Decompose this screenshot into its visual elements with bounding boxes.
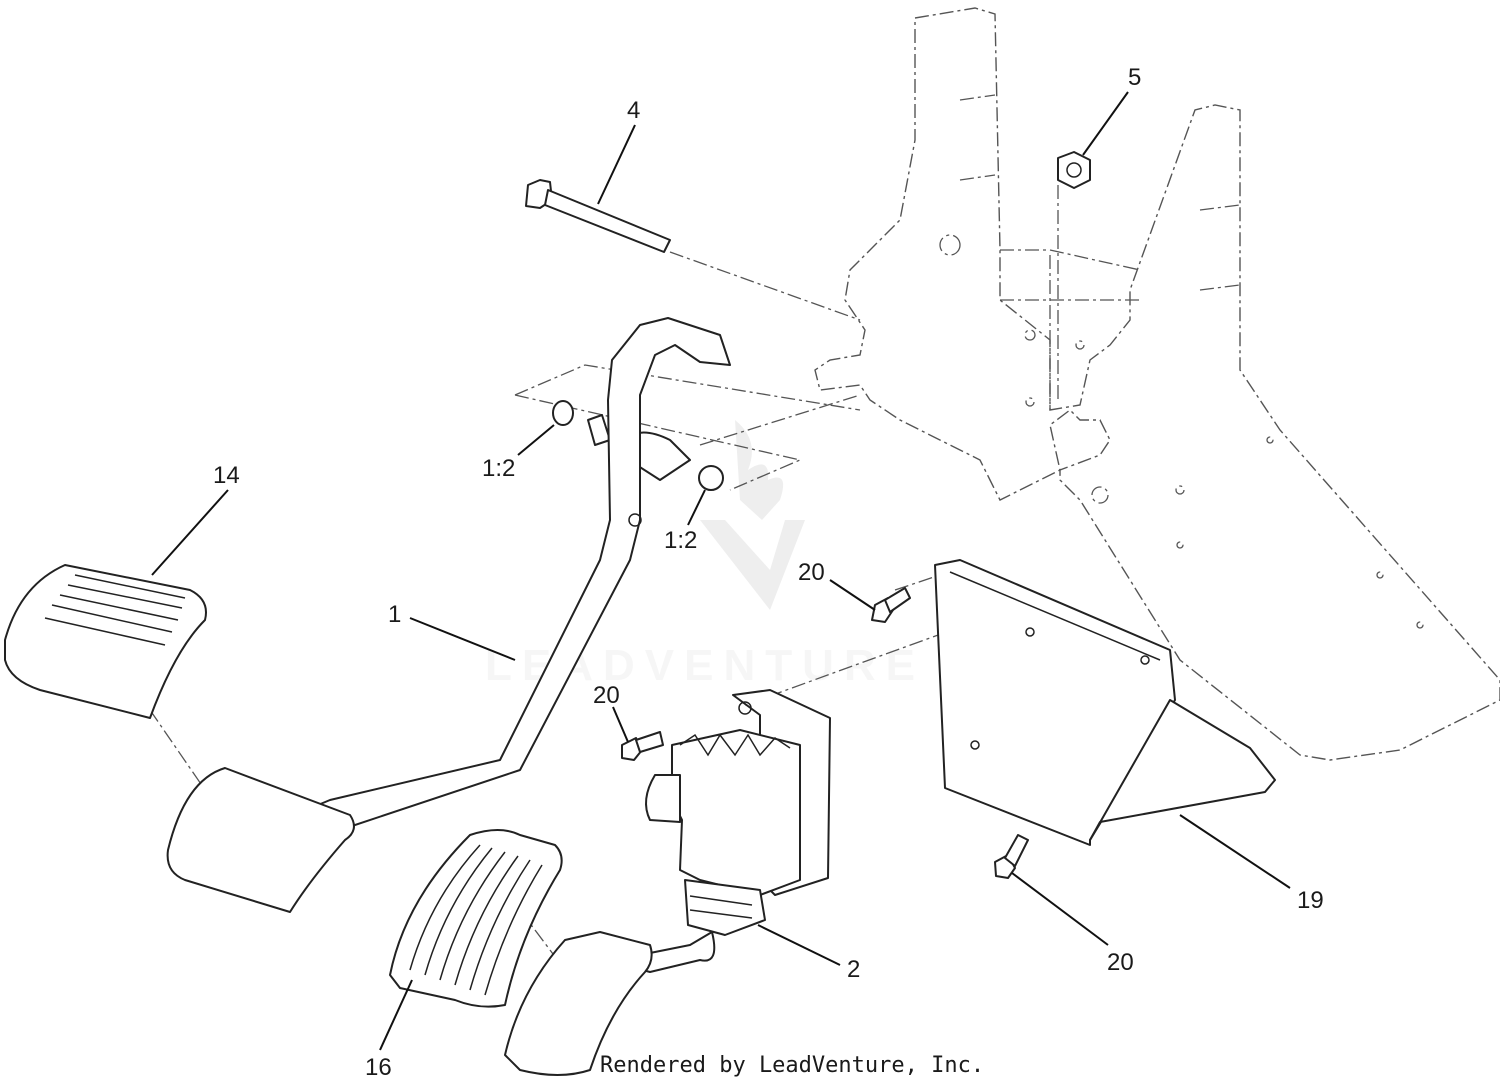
callout-labels: 4 5 14 1:2 1:2 1 20 20 20 2 19 16	[213, 64, 1324, 1081]
callout-1-2-right: 1:2	[664, 527, 697, 554]
callout-16: 16	[365, 1054, 392, 1081]
screw-20-middle	[621, 731, 664, 761]
spacers	[552, 400, 724, 491]
callout-20-lower: 20	[1107, 949, 1134, 976]
accel-pedal-pad-16	[389, 829, 563, 1008]
frame-mount-phantom	[149, 7, 1500, 1011]
brake-pedal-pad-14	[4, 564, 207, 719]
screw-20-upper	[871, 587, 911, 623]
brake-pedal-arm-1	[317, 317, 731, 836]
callout-4: 4	[627, 97, 640, 124]
bracket-19	[934, 559, 1276, 846]
throttle-sensor-2	[634, 689, 831, 973]
brake-pedal-foot	[166, 767, 355, 913]
callout-1: 1	[388, 601, 401, 628]
bolt-4	[525, 179, 671, 253]
leader-lines	[151, 91, 1291, 1051]
watermark: LEADVENTURE	[485, 420, 915, 690]
accel-pedal-foot	[504, 931, 653, 1076]
callout-2: 2	[847, 956, 860, 983]
callout-1-2-left: 1:2	[482, 455, 515, 482]
callout-20-middle: 20	[593, 682, 620, 709]
screw-20-lower	[994, 834, 1029, 879]
callout-19: 19	[1297, 887, 1324, 914]
callout-20-upper: 20	[798, 559, 825, 586]
nut-5	[1057, 151, 1091, 189]
rendered-by-footer: Rendered by LeadVenture, Inc.	[600, 1053, 984, 1078]
callout-5: 5	[1128, 64, 1141, 91]
callout-14: 14	[213, 462, 240, 489]
